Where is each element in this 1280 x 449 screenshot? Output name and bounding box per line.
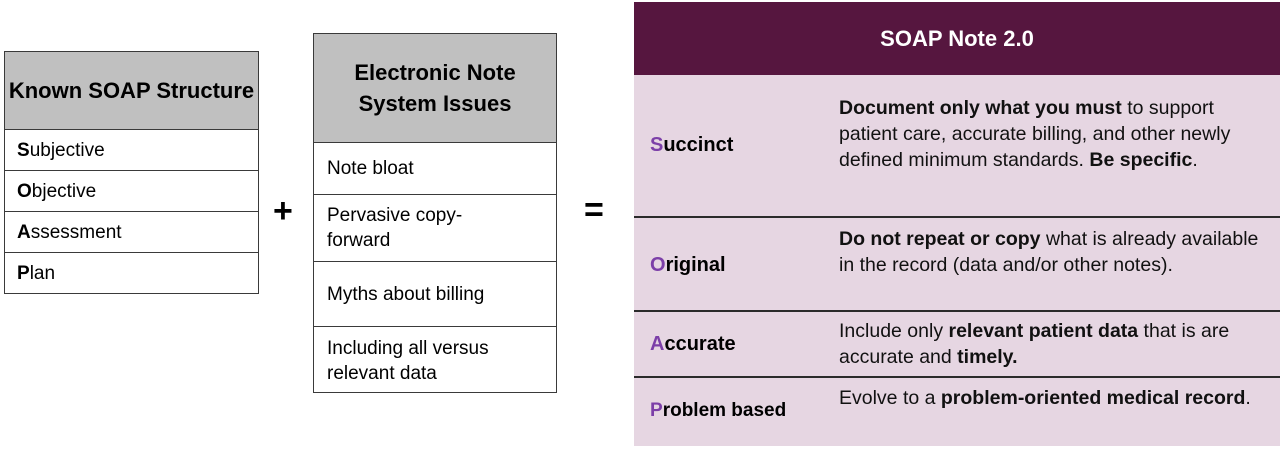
issue-text: Including all versus relevant data: [327, 337, 489, 384]
issue-item: Pervasive copy-forward: [314, 195, 556, 262]
soap-item-initial: P: [17, 263, 30, 284]
note-row-label-rest: uccinct: [663, 134, 734, 156]
soap-item-initial: O: [17, 180, 32, 202]
soap-item-rest: lan: [29, 263, 56, 284]
description-bold-text: Be specific: [1089, 149, 1193, 171]
note-row-label: Problem based: [650, 400, 786, 422]
issue-text: Note bloat: [327, 158, 414, 179]
note-row-label-rest: ccurate: [664, 333, 736, 355]
issue-text: Myths about billing: [327, 283, 485, 305]
issues-box: Electronic Note System Issues Note bloat…: [313, 33, 557, 393]
note-row-divider: [634, 376, 1280, 378]
soap-item-rest: ubjective: [29, 139, 105, 161]
issue-item: Including all versus relevant data: [314, 327, 556, 394]
note-row-label: Succinct: [650, 134, 733, 157]
note-row-description: Include only relevant patient data that …: [839, 318, 1269, 370]
issues-title: Electronic Note System Issues: [314, 34, 556, 143]
note-row-initial: S: [650, 134, 664, 156]
note-row-label: Accurate: [650, 333, 736, 356]
description-bold-text: Document only what you must: [839, 97, 1122, 119]
soap-item-initial: S: [17, 139, 30, 161]
note-row-description: Do not repeat or copy what is already av…: [839, 226, 1269, 278]
description-text: Include only: [839, 320, 949, 342]
equals-operator: =: [584, 191, 604, 229]
description-text: to support patient care, accurate billin…: [839, 97, 1231, 171]
soap-note-panel: SOAP Note 2.0 Succinct Document only wha…: [634, 2, 1280, 446]
note-row-divider: [634, 310, 1280, 312]
note-row-description: Document only what you must to support p…: [839, 95, 1269, 173]
soap-item-rest: bjective: [31, 180, 97, 202]
note-row-description: Evolve to a problem-oriented medical rec…: [839, 385, 1269, 411]
plus-operator: +: [273, 192, 293, 230]
description-bold-text: relevant patient data: [948, 320, 1139, 342]
description-text: what is already available in the record …: [839, 228, 1259, 276]
description-text: Evolve to a: [839, 387, 941, 409]
issue-item: Myths about billing: [314, 262, 556, 327]
note-row-succinct: Succinct Document only what you must to …: [634, 77, 1280, 216]
issue-text: Pervasive copy-forward: [327, 205, 463, 251]
soap-item-initial: A: [17, 221, 31, 243]
note-row-accurate: Accurate Include only relevant patient d…: [634, 312, 1280, 376]
issues-title-text: Electronic Note System Issues: [354, 60, 516, 116]
note-row-original: Original Do not repeat or copy what is a…: [634, 218, 1280, 310]
note-row-label-rest: roblem based: [662, 400, 787, 421]
description-text: .: [1192, 149, 1198, 171]
description-text: that is are accurate and: [839, 320, 1230, 368]
note-row-problem-based: Problem based Evolve to a problem-orient…: [634, 378, 1280, 446]
soap-structure-title: Known SOAP Structure: [5, 52, 258, 130]
note-row-label: Original: [650, 254, 726, 277]
soap-item-rest: ssessment: [30, 221, 122, 243]
description-bold-text: timely.: [957, 346, 1018, 368]
note-row-initial: P: [650, 400, 663, 421]
issue-item: Note bloat: [314, 143, 556, 195]
description-bold-text: problem-oriented medical record: [940, 387, 1246, 409]
note-row-initial: O: [650, 254, 666, 276]
description-text: .: [1245, 387, 1251, 409]
description-bold-text: Do not repeat or copy: [839, 228, 1041, 250]
soap-note-title: SOAP Note 2.0: [634, 2, 1280, 75]
note-row-label-rest: riginal: [665, 254, 726, 276]
note-row-initial: A: [650, 333, 665, 355]
note-row-divider: [634, 216, 1280, 218]
